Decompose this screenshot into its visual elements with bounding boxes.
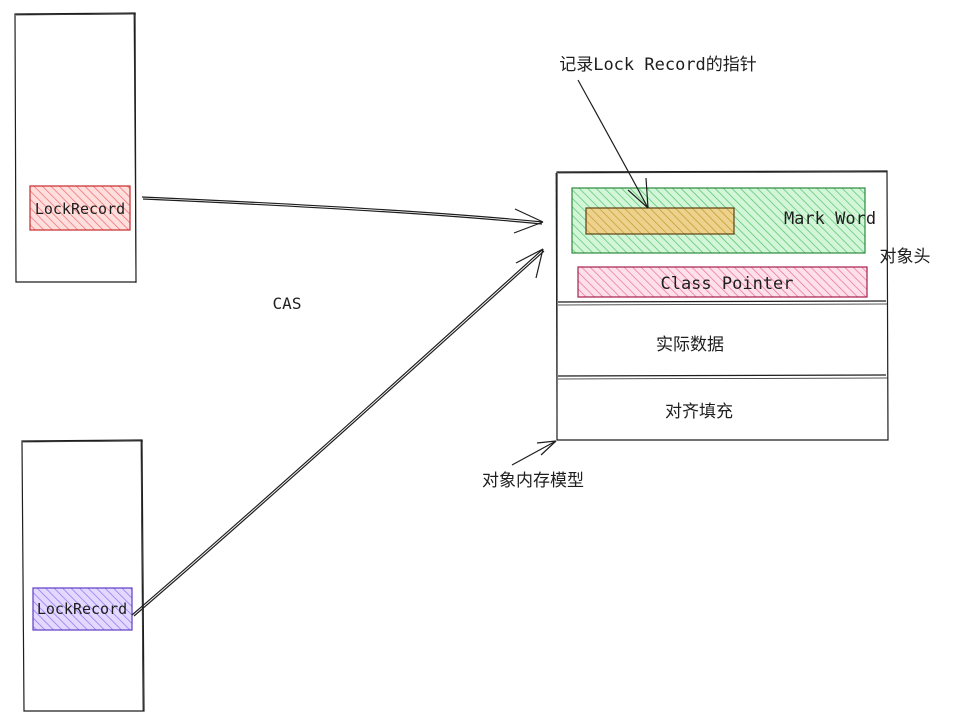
- object-memory-model-label: 对象内存模型: [482, 471, 584, 491]
- lock-record-bottom-label: LockRecord: [37, 600, 127, 618]
- divider-header: [557, 300, 887, 303]
- mark-word-label: Mark Word: [784, 209, 876, 229]
- object-header-label: 对象头: [880, 247, 931, 267]
- cas-label: CAS: [273, 294, 302, 313]
- lock-record-top: LockRecord: [29, 185, 131, 231]
- pointer-note-arrow: [577, 79, 649, 209]
- lock-record-bottom: LockRecord: [32, 587, 133, 631]
- class-pointer-label: Class Pointer: [660, 274, 793, 294]
- cas-arrow-top: [141, 196, 544, 234]
- object-memory-box: [555, 170, 889, 441]
- lock-record-top-label: LockRecord: [35, 200, 125, 218]
- divider-data: [557, 374, 887, 377]
- thread-stack-bottom: [21, 439, 145, 712]
- class-pointer-block: Class Pointer: [577, 266, 868, 298]
- instance-data-label: 实际数据: [656, 335, 724, 355]
- model-label-arrow: [511, 440, 557, 466]
- pointer-note-label: 记录Lock Record的指针: [559, 55, 757, 75]
- padding-label: 对齐填充: [665, 402, 733, 422]
- thread-stack-top: [14, 12, 137, 284]
- lock-record-pointer-slot: [585, 207, 735, 235]
- cas-arrow-bottom: [131, 248, 545, 617]
